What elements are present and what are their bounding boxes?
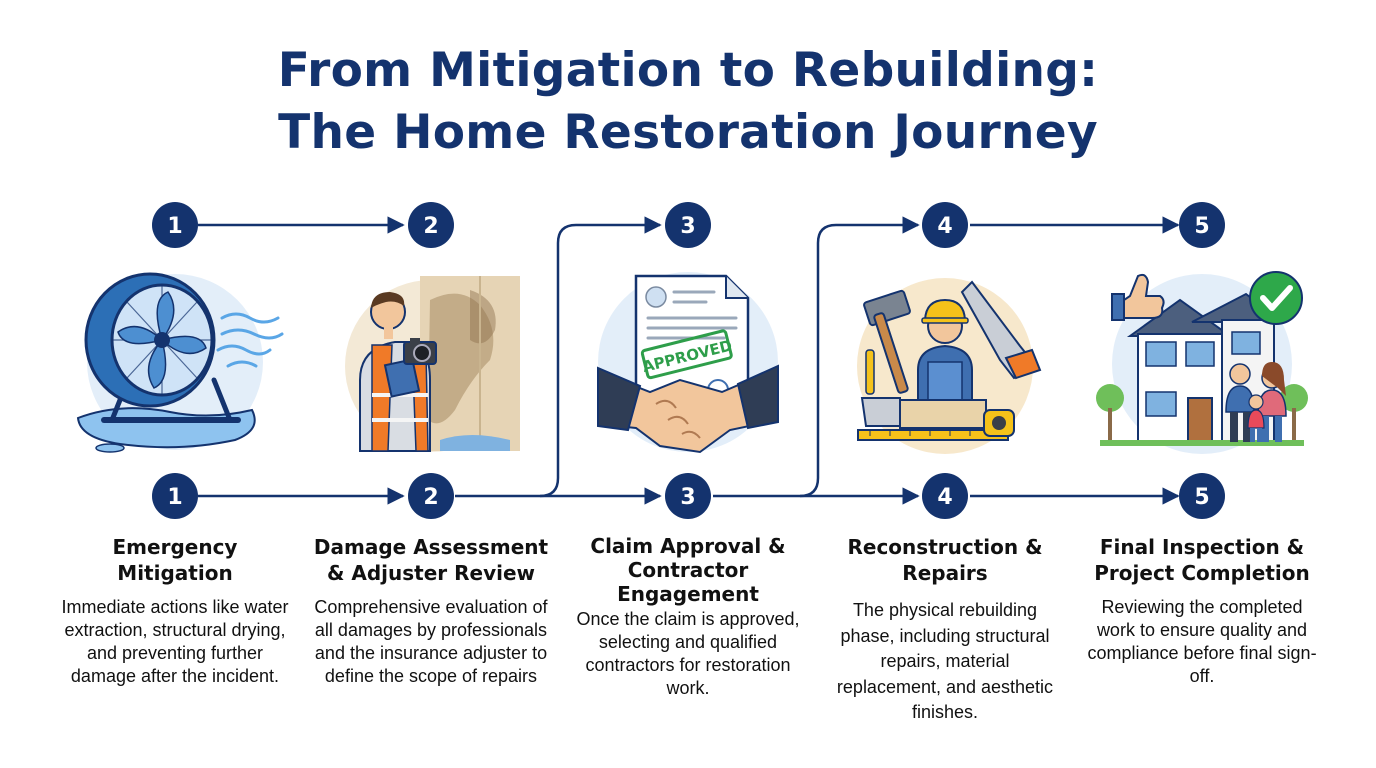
arrow-branch-to-3 [539,216,662,498]
number-badges-top: 1 2 3 4 5 [152,202,1225,248]
step-4-title: Reconstruction & Repairs [847,535,1043,585]
page-title: From Mitigation to Rebuilding: The Home … [0,40,1376,164]
step-5-title: Final Inspection & Project Completion [1094,535,1310,585]
svg-text:3: 3 [680,485,695,510]
svg-text:1: 1 [167,485,182,510]
step-number-badge-bottom-2: 2 [408,473,454,519]
step-number-badge-top-2: 2 [408,202,454,248]
construction-worker-icon [857,278,1042,454]
step-number-badge-bottom-4: 4 [922,473,968,519]
house-family-check-icon [1096,271,1308,454]
step-number-badge-bottom-5: 5 [1179,473,1225,519]
step-number-badge-bottom-1: 1 [152,473,198,519]
title-line-2: The Home Restoration Journey [278,105,1098,160]
fan-water-icon [76,272,284,453]
svg-text:3: 3 [680,214,695,239]
number-badges-bottom: 1 2 3 4 5 [152,473,1225,519]
connector-arrows [198,216,1180,505]
step-number-badge-top-1: 1 [152,202,198,248]
approved-handshake-icon: APPROVED [597,272,779,454]
svg-text:4: 4 [937,214,952,239]
step-5-description: Reviewing the completed work to ensure q… [1087,597,1317,686]
step-1-title: Emergency Mitigation [112,535,238,585]
step-number-badge-top-5: 5 [1179,202,1225,248]
title-line-1: From Mitigation to Rebuilding: [277,43,1099,98]
step-number-badge-bottom-3: 3 [665,473,711,519]
step-1-description: Immediate actions like water extraction,… [61,597,289,686]
step-4-description: The physical rebuilding phase, including… [836,600,1054,722]
svg-text:1: 1 [167,214,182,239]
step-3-description: Once the claim is approved, selecting an… [576,609,800,698]
svg-text:5: 5 [1194,214,1209,239]
step-number-badge-top-3: 3 [665,202,711,248]
step-number-badge-top-4: 4 [922,202,968,248]
svg-text:5: 5 [1194,485,1209,510]
step-2-description: Comprehensive evaluation of all damages … [314,597,548,686]
adjuster-camera-icon [345,276,520,452]
svg-text:2: 2 [423,214,438,239]
svg-text:2: 2 [423,485,438,510]
svg-text:4: 4 [937,485,952,510]
step-2-title: Damage Assessment & Adjuster Review [313,535,549,585]
step-3-title: Claim Approval & Contractor Engagement [590,534,786,606]
arrow-branch-to-4 [799,216,920,498]
